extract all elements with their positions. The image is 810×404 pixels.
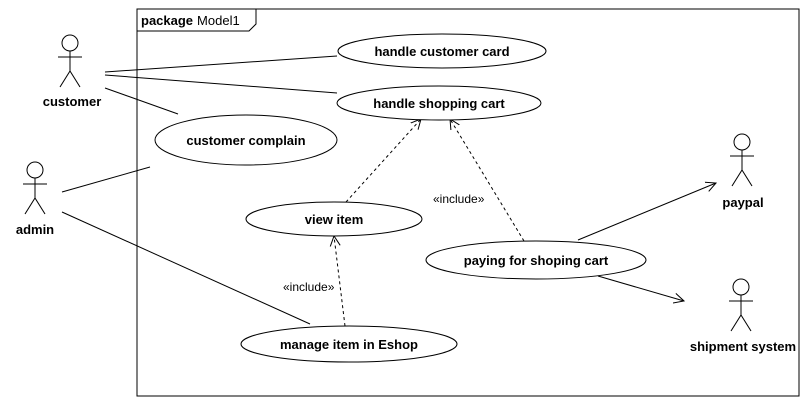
include-label-left: «include» <box>283 280 335 294</box>
stick-figure-icon <box>23 161 47 215</box>
assoc-customer-cart <box>104 74 338 94</box>
package-name: Model1 <box>197 13 240 28</box>
use-case-handle-shopping-cart[interactable]: handle shopping cart <box>336 85 542 121</box>
stick-figure-icon <box>58 34 82 88</box>
use-case-label: handle shopping cart <box>373 96 505 111</box>
include-manage-to-view <box>334 236 346 327</box>
use-case-label: paying for shoping cart <box>464 253 609 268</box>
use-case-view-item[interactable]: view item <box>245 201 423 237</box>
actor-label: admin <box>16 222 54 237</box>
use-case-customer-complain[interactable]: customer complain <box>154 114 338 166</box>
include-label-right: «include» <box>433 192 485 206</box>
include-view-to-cart <box>345 119 421 203</box>
use-case-label: customer complain <box>186 133 305 148</box>
include-pay-to-cart <box>450 119 525 242</box>
assoc-admin-manage <box>61 211 311 325</box>
actor-label: customer <box>43 94 102 109</box>
assoc-customer-card <box>104 55 338 73</box>
actor-admin[interactable]: admin <box>16 161 54 237</box>
actor-customer[interactable]: customer <box>43 34 102 109</box>
package-keyword: package <box>141 13 193 28</box>
use-case-label: manage item in Eshop <box>280 337 418 352</box>
actor-shipment-system[interactable]: shipment system <box>690 278 796 354</box>
stick-figure-icon <box>730 133 754 187</box>
use-case-handle-customer-card[interactable]: handle customer card <box>337 33 547 69</box>
stick-figure-icon <box>729 278 753 332</box>
assoc-customer-complain <box>104 87 179 115</box>
assoc-admin-complain <box>61 166 151 193</box>
assoc-pay-shipment <box>597 275 684 301</box>
assoc-pay-paypal <box>577 183 716 241</box>
actor-label: paypal <box>722 195 763 210</box>
actor-paypal[interactable]: paypal <box>722 133 764 210</box>
package-frame: package Model1 <box>136 8 800 397</box>
actor-label: shipment system <box>690 339 796 354</box>
use-case-paying-for-shopping-cart[interactable]: paying for shoping cart <box>425 240 647 280</box>
use-case-label: view item <box>305 212 364 227</box>
package-title: package Model1 <box>141 13 240 28</box>
use-case-manage-item[interactable]: manage item in Eshop <box>240 325 458 363</box>
use-case-label: handle customer card <box>374 44 509 59</box>
